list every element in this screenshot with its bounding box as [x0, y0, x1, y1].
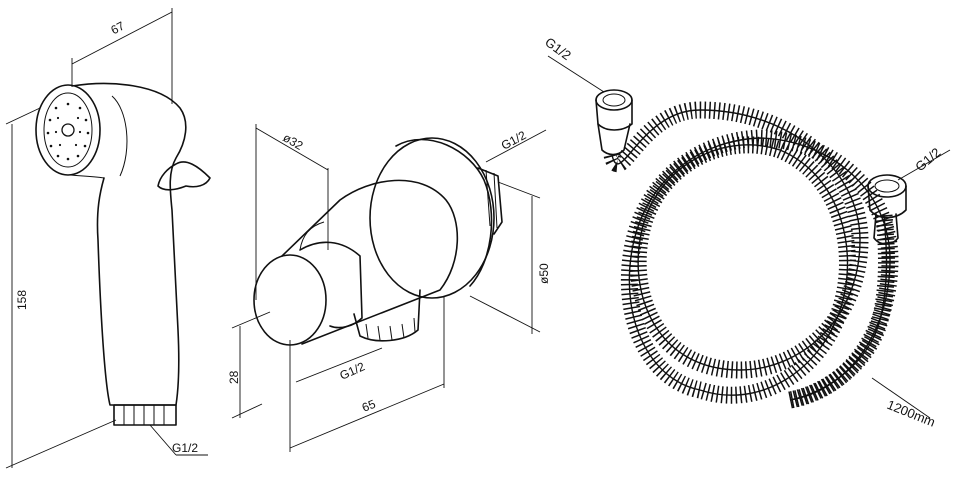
sprayer-thread-label: G1/2 [172, 441, 198, 455]
sprayer-height-label: 158 [15, 290, 29, 310]
bidet-sprayer: 67 158 G1/2 [5, 8, 211, 469]
hose-left-thread-label: G1/2 [542, 34, 574, 63]
holder-height-label: 28 [227, 370, 241, 384]
holder-thread-bottom-label: G1/2 [338, 359, 368, 383]
hose-right-thread-label: G1/2 [912, 145, 943, 175]
holder-diameter-label: ø32 [281, 130, 306, 153]
left-nut [595, 89, 633, 156]
spray-holes [46, 102, 90, 161]
flexible-hose: G1/2 G1/2 1200mm [542, 34, 951, 430]
holder-thread-top-label: G1/2 [499, 128, 529, 153]
right-nut [867, 174, 907, 245]
sprayer-width-label: 67 [108, 18, 127, 37]
holder-length-label: 65 [360, 397, 378, 415]
holder-body-diameter-label: ø50 [537, 263, 551, 284]
hose-length-label: 1200mm [885, 397, 938, 430]
wall-holder: ø32 G1/2 ø50 28 G1/2 65 [227, 124, 551, 452]
